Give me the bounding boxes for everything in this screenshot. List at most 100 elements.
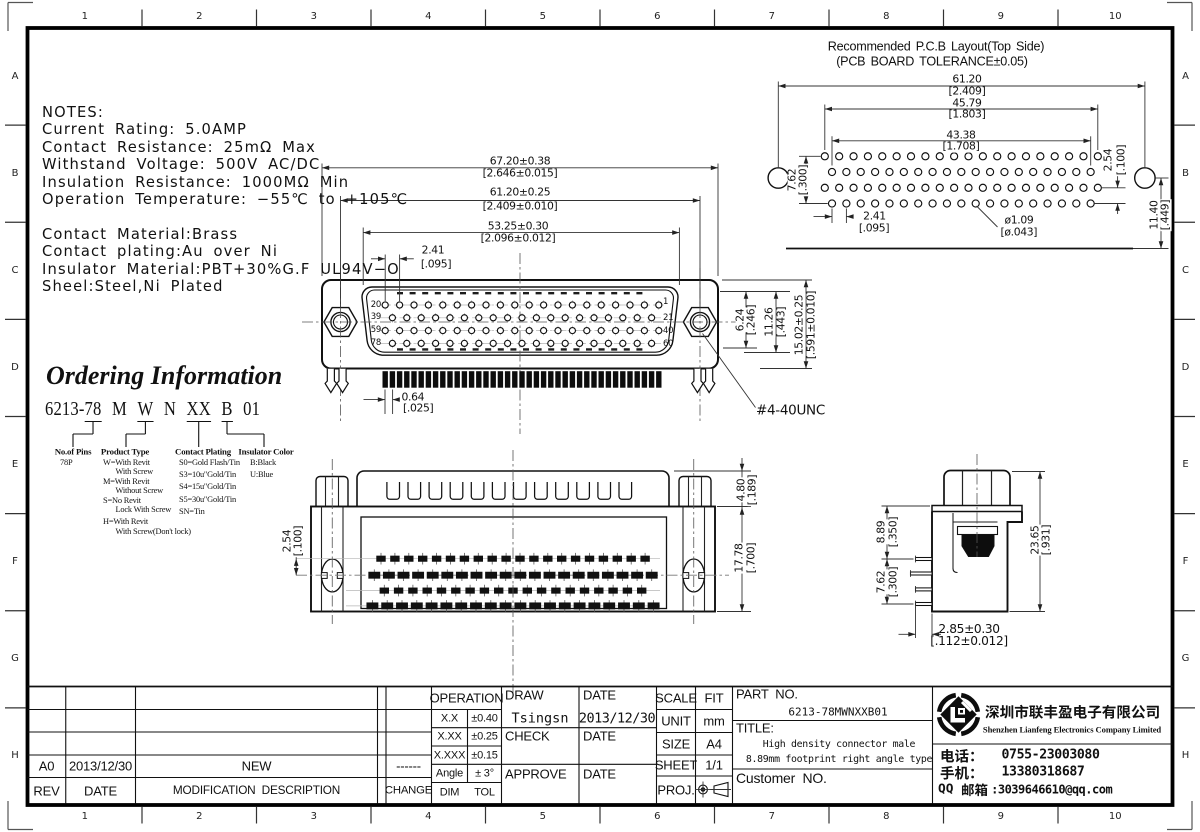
zone-column-label: 4 bbox=[425, 11, 432, 22]
zone-column-label: 9 bbox=[997, 11, 1004, 22]
front-thread-label: #4-40UNC bbox=[756, 402, 825, 419]
part-customer-label: Customer NO. bbox=[736, 769, 827, 786]
ordering-leader-lines bbox=[72, 421, 265, 447]
part-no-value: 6213-78MWNXXB01 bbox=[788, 705, 888, 718]
company-mobile-line: 13380318687 bbox=[940, 764, 1085, 781]
front-view bbox=[302, 163, 812, 434]
front-dim-row1-bracket: [.443] bbox=[774, 305, 788, 339]
front-dim-rows-bracket: [.246] bbox=[744, 303, 758, 337]
product-type-item: W=With Revit bbox=[103, 457, 150, 467]
pcb-title-line2: (PCB BOARD TOLERANCE±0.05) bbox=[836, 54, 1028, 69]
zone-column-label: 10 bbox=[1108, 11, 1122, 22]
zone-column-label: 5 bbox=[539, 810, 546, 822]
zone-row-label: F bbox=[12, 556, 18, 568]
zone-row-label: H bbox=[11, 750, 19, 762]
pcb-dim-row1-span-value: 45.79 bbox=[952, 96, 982, 110]
zone-row-label: H bbox=[1181, 750, 1190, 762]
top-view bbox=[293, 450, 751, 695]
tolerance-tol: ±0.15 bbox=[471, 749, 498, 761]
zone-row-label: C bbox=[11, 264, 19, 276]
front-dim-face-value: 53.25±0.30 bbox=[487, 219, 549, 233]
part-code-segment: 78 bbox=[84, 398, 102, 422]
company-tel-line: 0755-23003080 bbox=[940, 747, 1100, 764]
product-type-item: S=No Revit bbox=[103, 495, 141, 505]
zone-row-label: G bbox=[11, 653, 19, 665]
front-dim-shell-width-value: 67.20±0.38 bbox=[489, 154, 551, 168]
info-unit-value: mm bbox=[703, 713, 725, 729]
top-dim-flange-bracket: [.189] bbox=[745, 473, 759, 506]
rev-header-date: DATE bbox=[84, 783, 117, 798]
sheet-frame bbox=[5, 1, 1195, 831]
company-tel-label bbox=[940, 747, 984, 764]
side-dim-tail-bracket: [.112±0.012] bbox=[930, 633, 1008, 648]
front-dim-tail-value: 0.64 bbox=[400, 390, 426, 404]
ordering-product-label: Product Type bbox=[100, 446, 150, 457]
ordering-pins-value: 78P bbox=[60, 457, 73, 467]
company-qq-value: :3039646610@qq.com bbox=[991, 782, 1113, 797]
zone-column-label: 3 bbox=[310, 11, 317, 22]
ordering-plating-label: Contact Plating bbox=[175, 446, 231, 457]
info-unit-label: UNIT bbox=[661, 713, 691, 729]
part-title-line2: 8.89mm footprint right angle type bbox=[745, 753, 933, 765]
front-dim-mount-bracket: [2.409±0.010] bbox=[481, 199, 559, 213]
rev-row-date: 2013/12/30 bbox=[68, 758, 133, 774]
product-type-item-cont: With Screw bbox=[115, 467, 154, 477]
pcb-layout-view bbox=[767, 81, 1169, 250]
contact-plating-item: S5=30u"Gold/Tin bbox=[179, 494, 236, 504]
note-line: Contact Material:Brass bbox=[42, 225, 239, 243]
side-dim-tail-value: 2.85±0.30 bbox=[938, 622, 1000, 637]
info-scale-value: FIT bbox=[704, 690, 724, 706]
info-sheet-value: 1/1 bbox=[705, 757, 723, 773]
front-dim-shell-width-bracket: [2.646±0.015] bbox=[482, 166, 558, 180]
pcb-dim-pitch-bracket: [.095] bbox=[858, 221, 890, 235]
top-dim-row-pitch-bracket: [.100] bbox=[291, 524, 305, 558]
zone-row-label: E bbox=[1182, 459, 1189, 471]
note-line bbox=[42, 208, 408, 225]
tolerance-dim: Angle bbox=[435, 767, 464, 780]
pcb-dim-row2-span-value: 43.38 bbox=[946, 128, 976, 142]
pcb-dim-row2-span-bracket: [1.708] bbox=[941, 139, 981, 153]
product-type-item-cont: Lock With Screw bbox=[115, 505, 172, 515]
zone-column-label: 6 bbox=[654, 11, 661, 22]
front-pin-label-60: 60 bbox=[663, 338, 674, 349]
tolerance-dim: X.X bbox=[440, 712, 459, 725]
sign-draw-label: DRAW bbox=[505, 687, 544, 703]
pcb-dim-edge-bracket: [.449] bbox=[1158, 198, 1172, 232]
sign-draw-date: 2013/12/30 bbox=[578, 709, 656, 726]
zone-row-label: D bbox=[11, 361, 19, 373]
top-dim-body-bracket: [.700] bbox=[744, 541, 758, 574]
rev-row-rev: A0 bbox=[38, 758, 55, 774]
zone-row-label: C bbox=[1182, 264, 1189, 276]
pcb-dim-hole-span-bracket: [2.409] bbox=[947, 84, 987, 98]
note-line: Withstand Voltage: 500V AC/DC bbox=[42, 156, 321, 174]
rev-header-description: MODIFICATION DESCRIPTION bbox=[172, 782, 341, 797]
product-type-item: H=With Revit bbox=[103, 517, 149, 527]
front-dim-height-bracket: [.591±0.010] bbox=[804, 289, 818, 361]
ordering-pins-label: No.of Pins bbox=[54, 446, 92, 457]
front-pin-label-78: 78 bbox=[370, 337, 382, 348]
zone-column-label: 5 bbox=[539, 11, 546, 22]
front-pin-label-39: 39 bbox=[370, 311, 382, 322]
pcb-dim-hole-span-value: 61.20 bbox=[952, 72, 982, 86]
part-code-segment: 6213- bbox=[45, 398, 85, 420]
tolerance-tol: ± 3° bbox=[475, 767, 494, 780]
note-line: NOTES: bbox=[42, 104, 104, 121]
tolerance-footer-tol: TOL bbox=[474, 786, 495, 799]
zone-column-label: 9 bbox=[997, 810, 1004, 822]
rev-header-rev: REV bbox=[33, 783, 60, 798]
ordering-color-label: Insulator Color bbox=[238, 446, 294, 457]
title-block-grid bbox=[27, 685, 1173, 804]
pcb-title-line1: Recommended P.C.B Layout(Top Side) bbox=[827, 39, 1045, 54]
side-dim-rows-bracket: [.300] bbox=[886, 565, 900, 598]
product-type-item-cont: With Screw(Don't lock) bbox=[115, 526, 192, 536]
contact-plating-item: S3=10u"Gold/Tin bbox=[179, 469, 236, 479]
zone-column-label: 6 bbox=[654, 810, 661, 822]
company-qq-label-zh bbox=[961, 782, 988, 798]
company-mobile-value: 13380318687 bbox=[1001, 764, 1085, 780]
front-dim-mount-value: 61.20±0.25 bbox=[489, 185, 551, 199]
part-code-segment: B bbox=[221, 398, 233, 422]
side-dim-face-pin-bracket: [.350] bbox=[886, 515, 900, 549]
